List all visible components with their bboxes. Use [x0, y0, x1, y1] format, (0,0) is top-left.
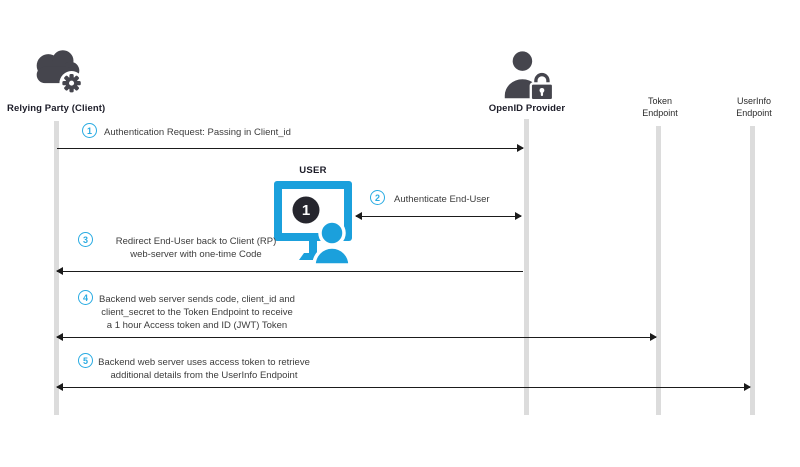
cloud-gear-icon: [27, 45, 89, 100]
arrow-authenticate-end-user: [355, 211, 522, 220]
monitor-user-icon: 1: [274, 181, 356, 267]
lifeline-userinfo-endpoint: [750, 126, 755, 415]
user-label: USER: [299, 165, 327, 176]
step-4-badge: 4: [78, 290, 93, 305]
user-lock-icon: [499, 50, 557, 102]
lifeline-openid-provider: [524, 119, 529, 415]
step-1-text: Authentication Request: Passing in Clien…: [104, 127, 291, 138]
step-5-text: Backend web server uses access token to …: [98, 357, 310, 381]
step-2-text: Authenticate End-User: [394, 194, 490, 205]
monitor-badge: 1: [302, 202, 310, 219]
arrow-token-exchange: [56, 332, 657, 341]
step-5-badge: 5: [78, 353, 93, 368]
arrow-auth-request: [57, 143, 524, 152]
step-3-badge: 3: [78, 232, 93, 247]
userinfo-endpoint-label: UserInfo Endpoint: [736, 96, 772, 118]
arrow-userinfo-request: [56, 382, 751, 391]
openid-provider-label: OpenID Provider: [488, 103, 566, 114]
step-3-text: Redirect End-User back to Client (RP) we…: [115, 236, 277, 260]
token-endpoint-label: Token Endpoint: [642, 96, 678, 118]
step-2-badge: 2: [370, 190, 385, 205]
lifeline-token-endpoint: [656, 126, 661, 415]
step-4-text: Backend web server sends code, client_id…: [99, 294, 295, 331]
relying-party-label: Relying Party (Client): [7, 103, 106, 114]
arrow-redirect-code: [56, 266, 523, 275]
step-1-badge: 1: [82, 123, 97, 138]
